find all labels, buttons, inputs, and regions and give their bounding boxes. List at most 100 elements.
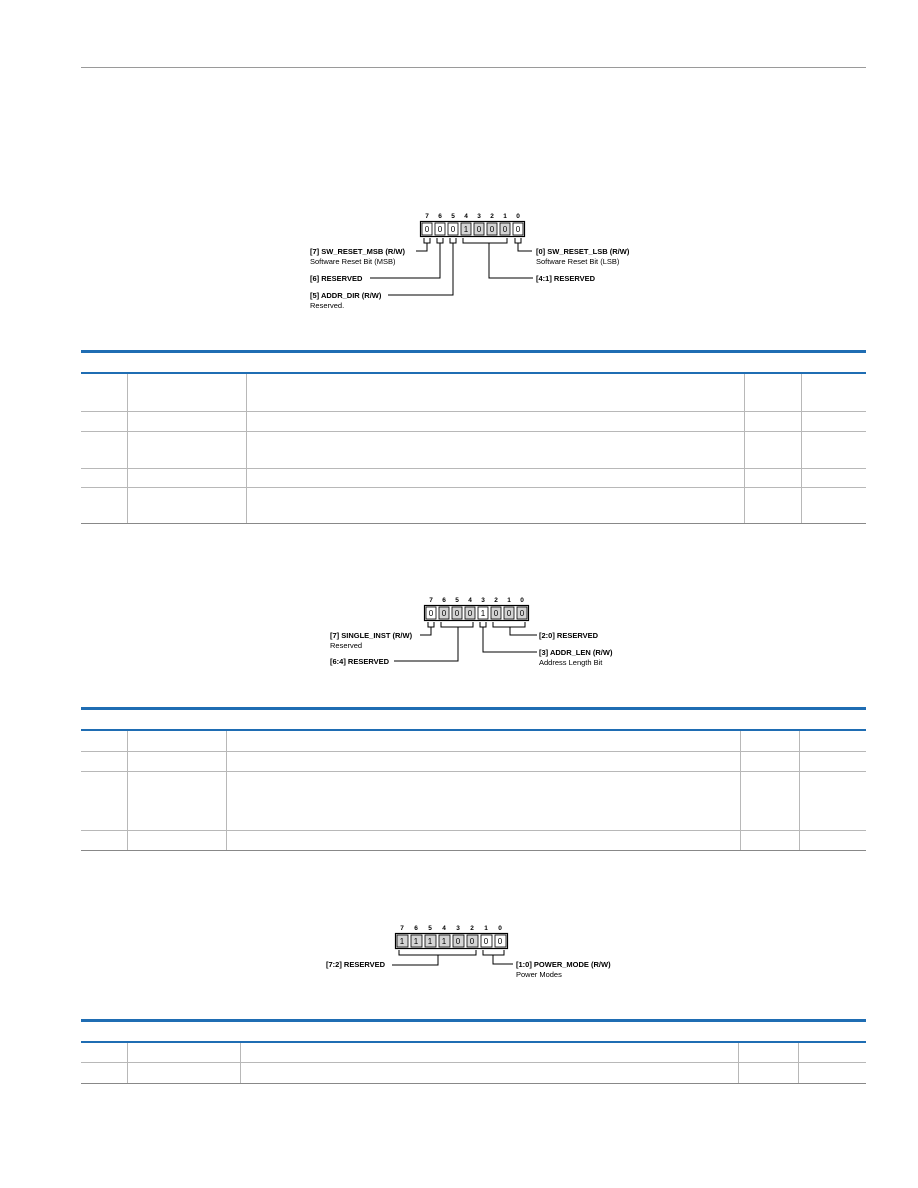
- register-2-bit-diagram: 7 6 5 4 3 2 1 0 0 0 0 0 1 0 0 0: [330, 597, 613, 667]
- bit-value: 1: [428, 937, 433, 946]
- table-1-header-rule: [81, 372, 866, 374]
- column-divider: [240, 1043, 241, 1083]
- bit-number: 4: [468, 597, 472, 604]
- bit-number: 3: [456, 925, 460, 932]
- page-header-rule: [81, 67, 866, 68]
- callout-leader: [388, 243, 454, 296]
- bit-number: 6: [438, 213, 442, 220]
- table-row: [81, 771, 866, 772]
- table-row: [81, 487, 866, 488]
- table-3-title-rule: [81, 1019, 866, 1022]
- bit-value: 0: [484, 937, 489, 946]
- column-divider: [740, 731, 741, 850]
- column-divider: [738, 1043, 739, 1083]
- bit-value: 0: [442, 609, 447, 618]
- callout-leader: [509, 627, 537, 636]
- bit-number: 7: [400, 925, 404, 932]
- callout-leader: [482, 950, 505, 956]
- bit-number: 1: [484, 925, 488, 932]
- bit-value: 0: [438, 225, 443, 234]
- callout-leader: [370, 243, 441, 279]
- bit-cell: [434, 222, 446, 236]
- bit-number: 7: [429, 597, 433, 604]
- callout-leader: [416, 243, 428, 252]
- column-divider: [127, 731, 128, 850]
- table-row: [81, 830, 866, 831]
- bit-value: 0: [425, 225, 430, 234]
- bit-cell: [494, 934, 507, 948]
- callout-leader: [492, 622, 526, 628]
- callout-leader: [427, 622, 435, 628]
- callout-leader: [462, 238, 508, 244]
- callout-leader: [479, 622, 487, 628]
- bit-cell: [512, 222, 524, 236]
- bit-value: 0: [456, 937, 461, 946]
- table-3-header-rule: [81, 1041, 866, 1043]
- column-divider: [246, 374, 247, 523]
- register-3-bit-diagram: 7 6 5 4 3 2 1 0 1 1 1 1 0 0 0 0 [7:2] RE…: [326, 925, 611, 979]
- bit-cell: [438, 606, 450, 620]
- callout-title: [7:2] RESERVED: [326, 960, 386, 969]
- bit-number: 2: [470, 925, 474, 932]
- bit-number: 3: [481, 597, 485, 604]
- callout-desc: Reserved: [330, 641, 362, 650]
- bit-cell: [451, 606, 463, 620]
- bit-number: 3: [477, 213, 481, 220]
- bit-cell: [499, 222, 511, 236]
- callout-desc: Software Reset Bit (MSB): [310, 257, 396, 266]
- bit-value: 0: [468, 609, 473, 618]
- bit-cell: [460, 222, 472, 236]
- callout-leader: [436, 238, 444, 244]
- table-row: [81, 1083, 866, 1084]
- table-row: [81, 850, 866, 851]
- bit-cell: [452, 934, 465, 948]
- column-divider: [799, 731, 800, 850]
- bit-cell: [477, 606, 489, 620]
- table-2-header-rule: [81, 729, 866, 731]
- callout-leader: [482, 627, 537, 653]
- bit-number: 4: [464, 213, 468, 220]
- bit-cell: [425, 606, 437, 620]
- bit-number: 0: [516, 213, 520, 220]
- bit-value: 1: [442, 937, 447, 946]
- bit-number: 1: [507, 597, 511, 604]
- bit-number: 0: [520, 597, 524, 604]
- callout-title: [5] ADDR_DIR (R/W): [310, 291, 382, 300]
- bit-value: 0: [520, 609, 525, 618]
- bit-value: 0: [490, 225, 495, 234]
- bit-value: 0: [451, 225, 456, 234]
- table-row: [81, 431, 866, 432]
- callout-leader: [449, 238, 457, 244]
- callout-desc: Address Length Bit: [539, 658, 603, 667]
- bit-cell: [424, 934, 437, 948]
- bit-number: 5: [428, 925, 432, 932]
- bit-cell: [447, 222, 459, 236]
- callout-title: [6:4] RESERVED: [330, 657, 390, 666]
- bit-number: 5: [455, 597, 459, 604]
- table-1-title-rule: [81, 350, 866, 353]
- table-2-title-rule: [81, 707, 866, 710]
- table-row: [81, 411, 866, 412]
- column-divider: [798, 1043, 799, 1083]
- callout-title: [2:0] RESERVED: [539, 631, 599, 640]
- table-row: [81, 1062, 866, 1063]
- callout-leader: [423, 238, 431, 244]
- bit-value: 0: [477, 225, 482, 234]
- bit-number: 2: [490, 213, 494, 220]
- callout-title: [6] RESERVED: [310, 274, 363, 283]
- column-divider: [127, 1043, 128, 1083]
- callout-leader: [394, 627, 459, 662]
- bit-cell: [490, 606, 502, 620]
- bit-number: 5: [451, 213, 455, 220]
- register-1-bit-diagram: 7 6 5 4 3 2 1 0 0 0 0 1 0 0 0 0: [310, 213, 630, 310]
- column-divider: [801, 374, 802, 523]
- bit-cell: [516, 606, 528, 620]
- callout-leader: [517, 243, 532, 252]
- callout-leader: [492, 955, 513, 965]
- callout-leader: [440, 622, 474, 628]
- bit-value: 0: [516, 225, 521, 234]
- table-row: [81, 751, 866, 752]
- bit-value: 1: [464, 225, 469, 234]
- bit-cell: [410, 934, 423, 948]
- callout-title: [0] SW_RESET_LSB (R/W): [536, 247, 630, 256]
